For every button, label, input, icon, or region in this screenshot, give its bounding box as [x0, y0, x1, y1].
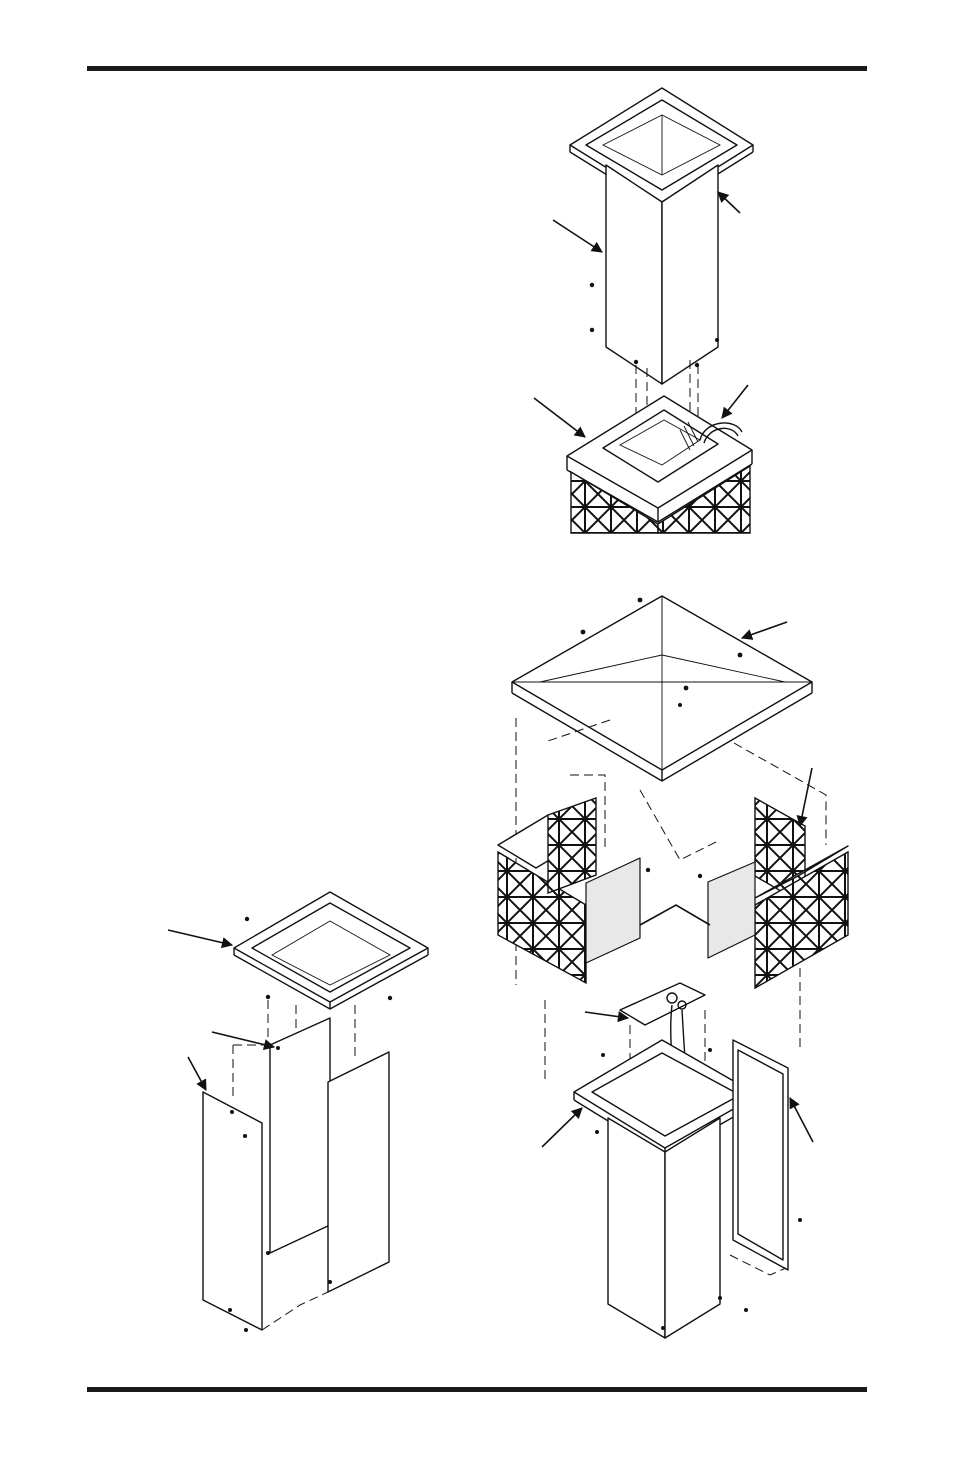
right-lattice-side	[698, 798, 848, 988]
roof-cap	[512, 596, 812, 781]
left-flange	[234, 892, 428, 1009]
front-left-panel	[203, 1092, 262, 1330]
top-flange	[570, 88, 753, 209]
figure-right	[498, 596, 848, 1338]
right-panel	[328, 1052, 389, 1292]
side-panel	[730, 1040, 802, 1275]
firebox-top	[567, 396, 752, 533]
figure-top	[534, 88, 753, 533]
base-column	[608, 1118, 748, 1338]
vent-chase-box	[590, 165, 719, 384]
figure-left	[168, 892, 428, 1332]
base-flange	[574, 1040, 758, 1156]
left-lattice-side	[498, 798, 650, 983]
back-panel	[270, 1018, 330, 1253]
